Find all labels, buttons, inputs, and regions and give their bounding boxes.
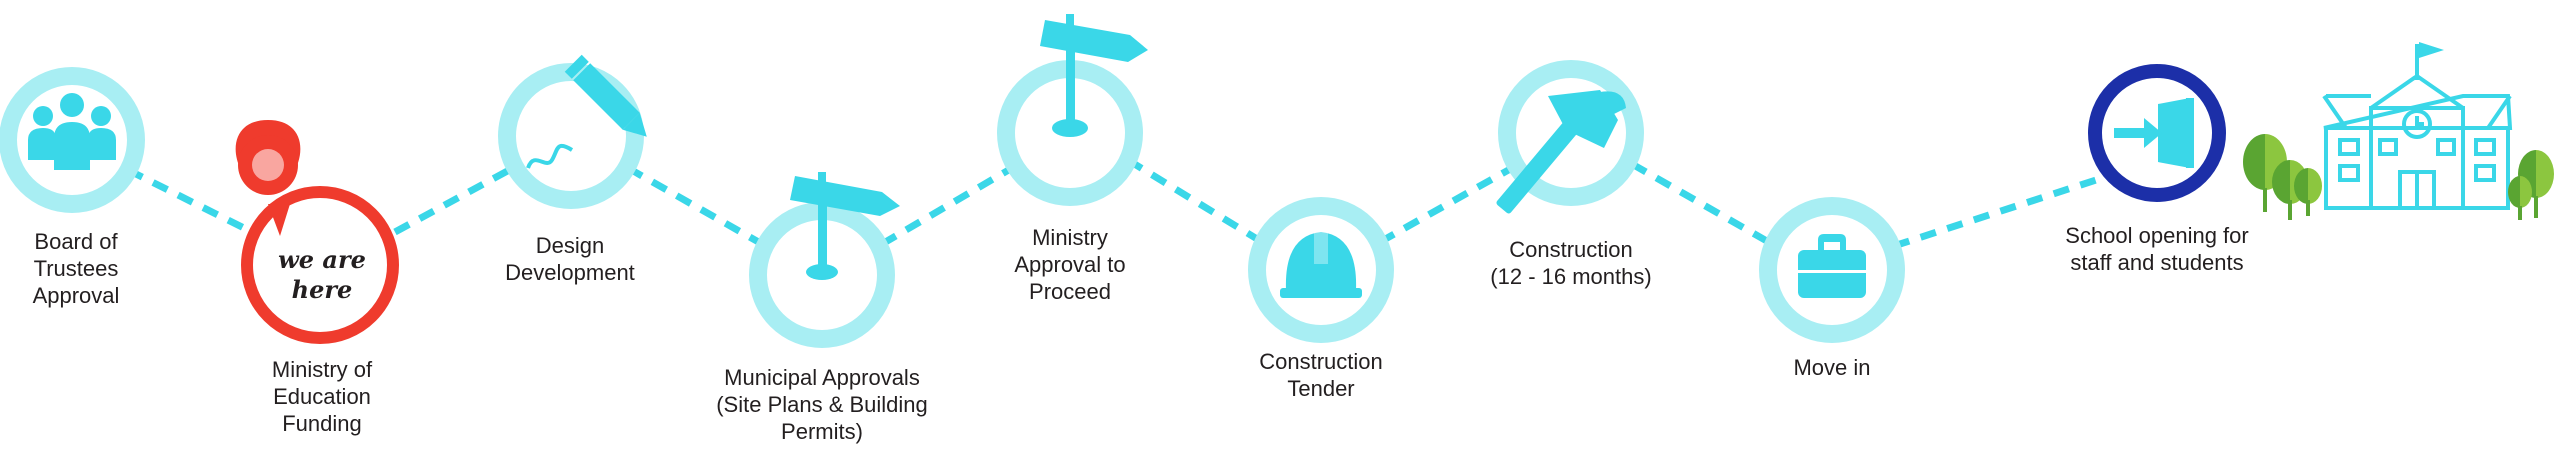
- location-pin-icon: [235, 120, 301, 236]
- marker-line-2: here: [292, 275, 353, 304]
- hard-hat-icon: [1280, 228, 1362, 298]
- step-3-node: [498, 54, 647, 209]
- step-8-node: [1759, 197, 1905, 343]
- step-6-ring: [1248, 197, 1394, 343]
- step-6-node: [1248, 197, 1394, 343]
- step-5-label: Ministry Approval to Proceed: [1014, 225, 1126, 304]
- step-9-label: School opening for staff and students: [2065, 223, 2249, 275]
- signpost-icon: [1040, 14, 1148, 137]
- step-8-label: Move in: [1793, 355, 1871, 380]
- connector-7: [1630, 160, 1774, 248]
- signpost-icon: [790, 172, 900, 280]
- step-9-node: [2088, 64, 2226, 202]
- step-2-node: we are here: [235, 120, 399, 344]
- hammer-icon: [1496, 90, 1626, 214]
- step-1-label: Board of Trustees Approval: [32, 229, 120, 308]
- step-1-node: [0, 67, 145, 213]
- step-2-label: Ministry of Education Funding: [271, 357, 373, 436]
- connector-4: [880, 164, 1014, 248]
- step-4-label: Municipal Approvals (Site Plans & Buildi…: [716, 365, 928, 444]
- connectors: [126, 157, 2098, 250]
- connector-1: [126, 166, 254, 236]
- step-3-label: Design Development: [505, 233, 635, 285]
- marker-line-1: we are: [278, 245, 366, 274]
- connector-8: [1892, 176, 2098, 250]
- school-building-icon: [2322, 42, 2513, 210]
- step-9-ring: [2088, 64, 2226, 202]
- step-7-ring: [1498, 60, 1644, 206]
- connector-6: [1378, 164, 1514, 246]
- step-5-node: [997, 14, 1148, 206]
- door-enter-icon: [2114, 98, 2194, 168]
- step-6-label: Construction Tender: [1259, 349, 1383, 401]
- step-8-ring: [1759, 197, 1905, 343]
- connector-2: [393, 164, 515, 236]
- step-4-node: [749, 172, 900, 348]
- group-icon: [28, 93, 116, 170]
- briefcase-icon: [1798, 234, 1866, 298]
- step-7-label: Construction (12 - 16 months): [1490, 237, 1652, 289]
- tree-icon: [2243, 134, 2554, 220]
- step-2-ring: [241, 186, 399, 344]
- pencil-icon: [526, 54, 647, 169]
- step-1-ring: [0, 67, 145, 213]
- step-7-node: [1496, 60, 1644, 214]
